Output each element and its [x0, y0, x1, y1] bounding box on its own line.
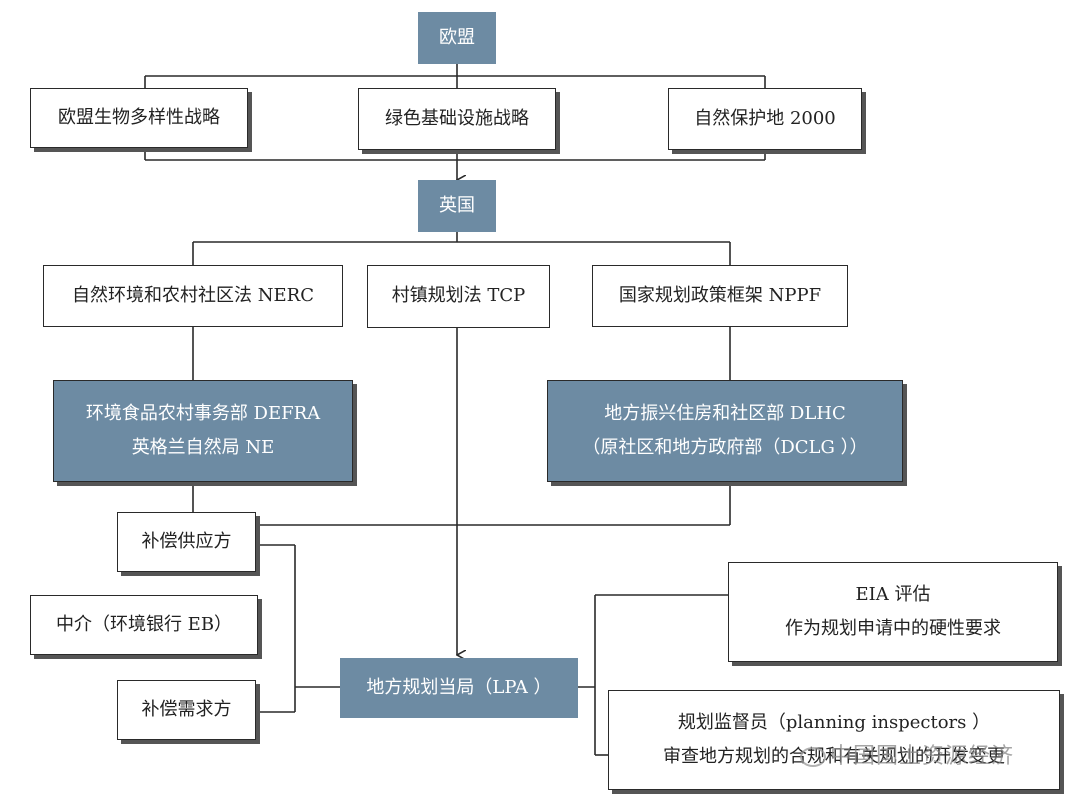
defra-node: 环境食品农村事务部 DEFRA 英格兰自然局 NE — [53, 380, 353, 482]
law-nerc-label: 自然环境和农村社区法 NERC — [72, 284, 314, 306]
uk-node: 英国 — [418, 180, 496, 232]
lpa-node: 地方规划当局（LPA ） — [340, 658, 578, 718]
law-nppf-label: 国家规划政策框架 NPPF — [618, 284, 822, 306]
eu-node: 欧盟 — [418, 12, 496, 64]
law-nerc: 自然环境和农村社区法 NERC — [43, 265, 343, 327]
eu-strategy-natura-2000: 自然保护地 2000 — [668, 88, 862, 150]
compensation-supplier: 补偿供应方 — [117, 512, 256, 572]
defra-line1: 环境食品农村事务部 DEFRA — [85, 402, 321, 424]
dlhc-line2: （原社区和地方政府部（DCLG ）） — [582, 437, 868, 458]
eu-strategy-green-infrastructure-label: 绿色基础设施战略 — [385, 107, 529, 129]
eu-strategy-biodiversity: 欧盟生物多样性战略 — [30, 88, 248, 148]
compensation-supplier-label: 补偿供应方 — [141, 530, 232, 552]
law-nppf: 国家规划政策框架 NPPF — [592, 265, 848, 327]
planning-inspectors-node: 规划监督员（planning inspectors ） 审查地方规划的合规和有关… — [608, 690, 1060, 790]
eia-line1: EIA 评估 — [855, 583, 931, 605]
eu-strategy-natura-2000-label: 自然保护地 2000 — [694, 107, 836, 129]
compensation-demander: 补偿需求方 — [117, 680, 256, 740]
eia-line2: 作为规划申请中的硬性要求 — [785, 618, 1001, 639]
planning-inspectors-line2: 审查地方规划的合规和有关规划的开发变更 — [663, 746, 1005, 767]
dlhc-node: 地方振兴住房和社区部 DLHC （原社区和地方政府部（DCLG ）） — [547, 380, 903, 482]
defra-line2: 英格兰自然局 NE — [131, 437, 275, 458]
broker-environment-bank-label: 中介（环境银行 EB） — [55, 613, 233, 635]
watermark: 中国国土资源经济 — [800, 738, 1014, 770]
broker-environment-bank: 中介（环境银行 EB） — [30, 595, 258, 655]
lpa-label: 地方规划当局（LPA ） — [366, 676, 552, 698]
eia-node: EIA 评估 作为规划申请中的硬性要求 — [728, 562, 1058, 662]
uk-title: 英国 — [439, 194, 475, 216]
law-tcp-label: 村镇规划法 TCP — [391, 285, 526, 307]
wechat-icon — [800, 747, 826, 767]
law-tcp: 村镇规划法 TCP — [367, 265, 550, 328]
eu-title: 欧盟 — [439, 26, 475, 48]
watermark-text: 中国国土资源经济 — [830, 744, 1015, 769]
eu-strategy-biodiversity-label: 欧盟生物多样性战略 — [58, 106, 220, 128]
eu-strategy-green-infrastructure: 绿色基础设施战略 — [358, 88, 556, 150]
compensation-demander-label: 补偿需求方 — [141, 698, 232, 720]
dlhc-line1: 地方振兴住房和社区部 DLHC — [604, 402, 846, 424]
planning-inspectors-line1: 规划监督员（planning inspectors ） — [677, 711, 991, 733]
